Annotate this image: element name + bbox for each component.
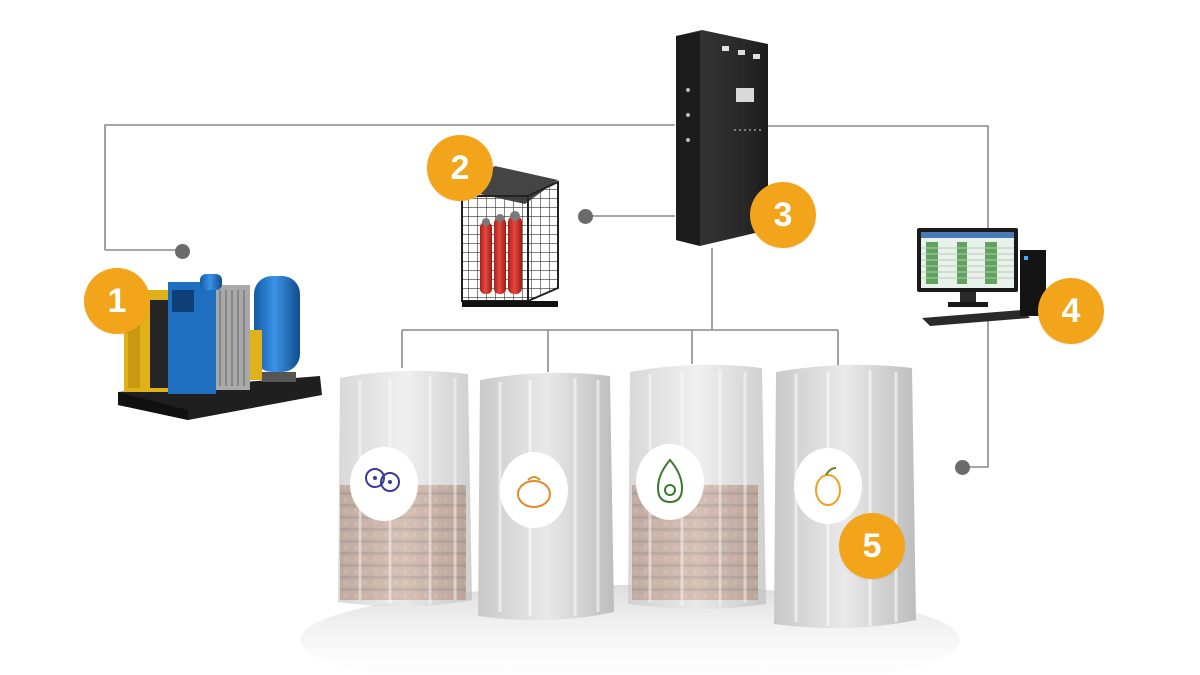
lemon-icon — [794, 448, 862, 524]
line-cabinet-to-computer — [765, 125, 989, 230]
mango-icon — [500, 452, 568, 528]
connector-dot-generator — [175, 244, 190, 259]
connector-dot-cage — [578, 209, 593, 224]
connector-dot-pallets — [955, 460, 970, 475]
gas-cylinder-cage — [461, 166, 559, 307]
line-computer-to-pallets — [962, 320, 989, 468]
avocado-icon — [636, 444, 704, 520]
monitoring-computer — [917, 228, 1046, 326]
gas-generator-skid — [118, 274, 322, 420]
blueberry-icon — [350, 447, 418, 521]
badge-4: 4 — [1038, 278, 1104, 344]
badge-2: 2 — [427, 135, 493, 201]
connector-lines — [104, 124, 989, 468]
badge-1: 1 — [84, 268, 150, 334]
badge-3: 3 — [750, 182, 816, 248]
line-generator-to-cabinet — [104, 124, 675, 250]
badge-5: 5 — [839, 513, 905, 579]
control-cabinet — [676, 30, 768, 246]
